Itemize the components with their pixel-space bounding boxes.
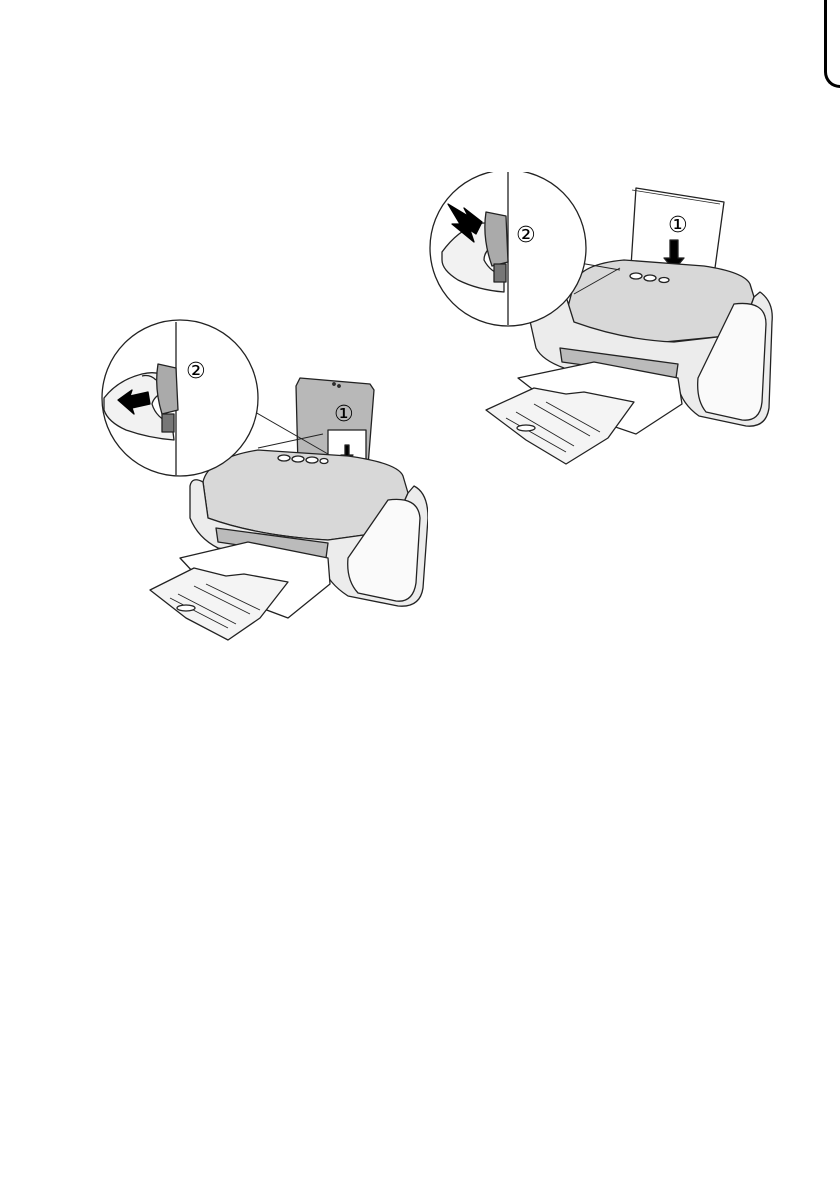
printer-illustration-letter-paper: ① ② — [424, 172, 774, 472]
step-1-label: ① — [334, 402, 354, 427]
page-edge-tab — [824, 0, 840, 88]
printer-illustration-small-paper: ① ② — [98, 318, 428, 648]
step-2-label: ② — [186, 359, 206, 384]
step-2-label: ② — [516, 223, 536, 248]
step-1-label: ① — [668, 213, 688, 238]
